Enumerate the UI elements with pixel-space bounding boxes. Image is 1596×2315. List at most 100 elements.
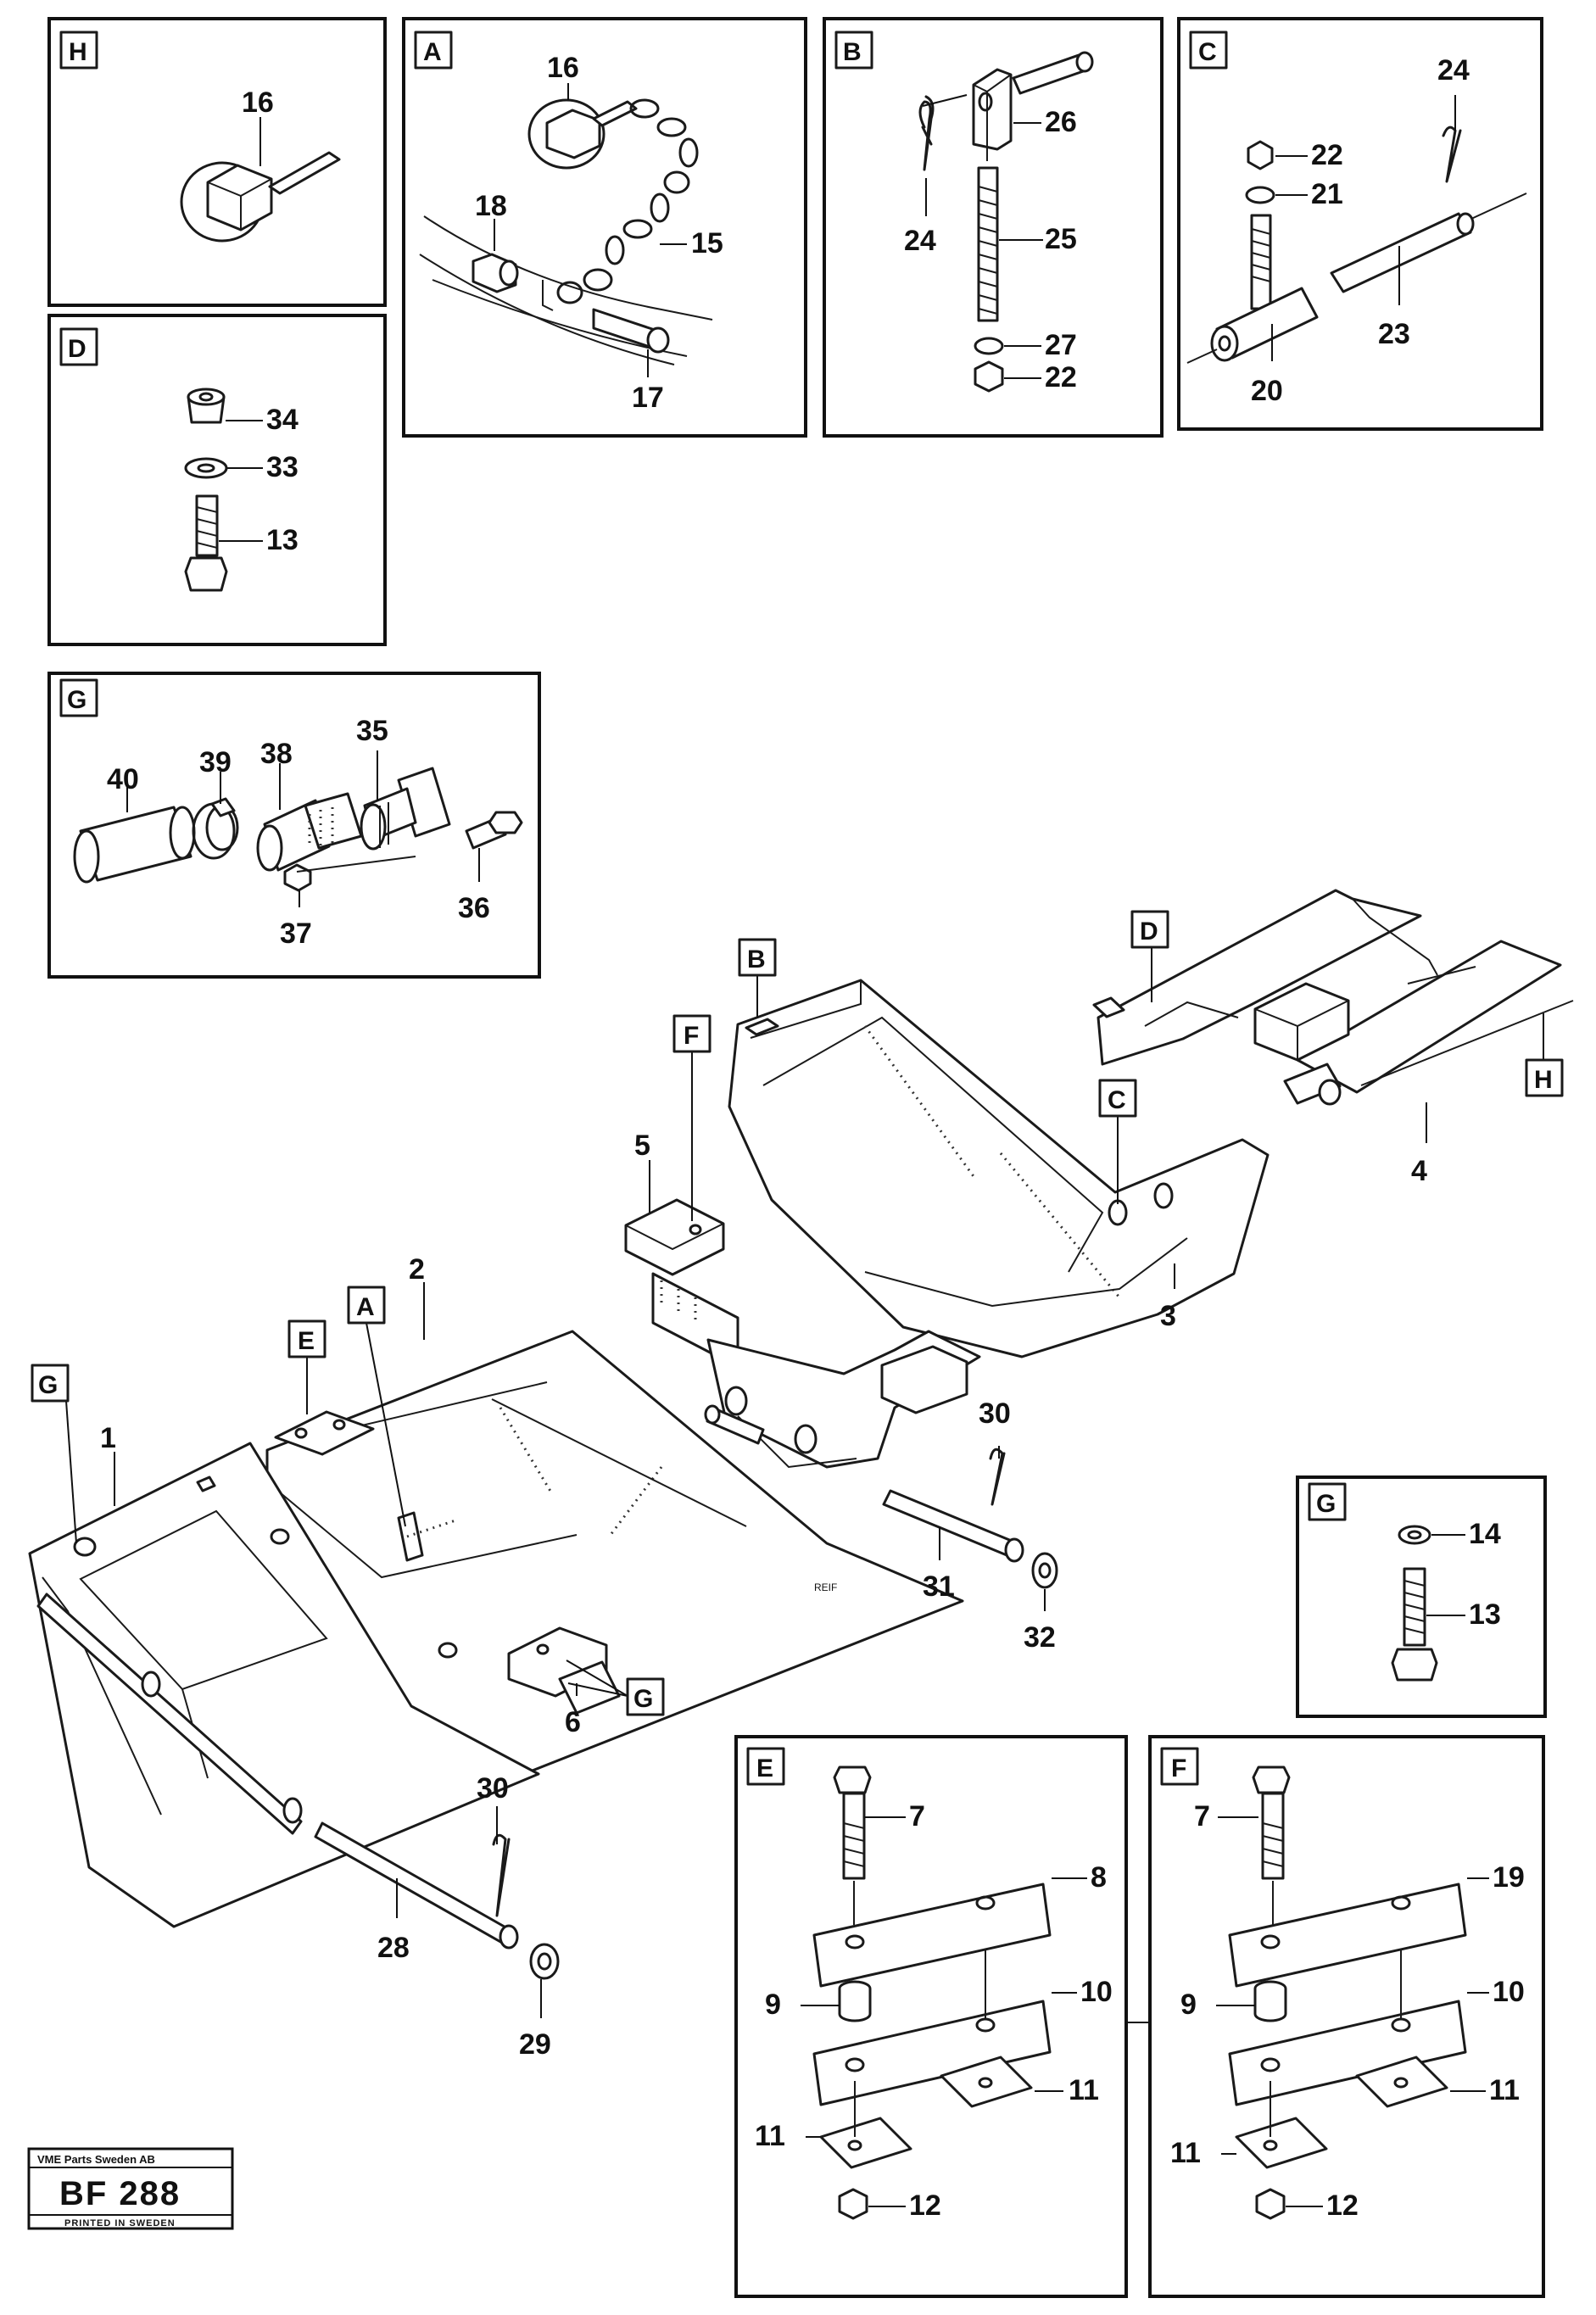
front-plate-part-1	[28, 1442, 540, 1928]
bolt-plate-stack-part	[812, 1766, 1052, 2220]
mount-bracket-part-5	[624, 1198, 981, 1469]
part-label: 1	[100, 1422, 116, 1454]
part-label: 37	[280, 918, 312, 950]
part-label: 30	[477, 1772, 509, 1805]
part-label: 9	[1180, 1989, 1197, 2021]
callout-letter: C	[1108, 1086, 1126, 1114]
part-label: 21	[1311, 178, 1343, 210]
detail-box-f: F 7 19 9 10	[1148, 1735, 1545, 2298]
part-label: 24	[904, 225, 936, 257]
main-assembly: REIF	[28, 889, 1574, 2061]
callout-letter: H	[1534, 1066, 1553, 1094]
shaft-parts-31-32	[704, 1404, 1058, 1589]
part-label: 24	[1437, 54, 1470, 86]
part-label: 34	[266, 404, 299, 436]
part-label: 40	[107, 763, 139, 795]
part-label: 22	[1045, 361, 1077, 393]
detail-box-d: D 34 33 13	[47, 314, 387, 646]
part-label: 11	[1069, 2074, 1099, 2106]
part-label: 18	[475, 190, 507, 222]
part-label: 22	[1311, 139, 1343, 171]
lock-pin-ring-part	[180, 151, 341, 243]
detail-box-c: C 24 22 21 23 20	[1177, 17, 1543, 431]
part-label: 16	[547, 52, 579, 84]
detail-box-h: H 16	[47, 17, 387, 307]
part-label: 20	[1251, 375, 1283, 407]
part-label: 26	[1045, 106, 1077, 138]
part-label: 8	[1091, 1861, 1107, 1894]
part-label: 14	[1469, 1518, 1501, 1550]
part-label: 10	[1080, 1976, 1113, 2008]
part-label: 29	[519, 2028, 551, 2061]
catalogue-stamp: VME Parts Sweden AB BF 288 PRINTED IN SW…	[27, 2147, 234, 2230]
part-label: 5	[634, 1130, 650, 1162]
part-label: 12	[909, 2189, 941, 2222]
detail-box-g-small: G 14 13	[1296, 1475, 1547, 1718]
callout-letter: G	[38, 1371, 58, 1399]
callout-letter: F	[684, 1022, 699, 1050]
part-label: 31	[923, 1570, 955, 1603]
part-label: 35	[356, 715, 388, 747]
detail-box-letter: E	[756, 1754, 773, 1782]
rear-frame-part-4	[1092, 889, 1574, 1106]
part-label: 32	[1024, 1621, 1056, 1654]
part-label: 7	[1194, 1800, 1210, 1832]
part-label: 25	[1045, 223, 1077, 255]
shaft-parts-28-29	[314, 1821, 560, 1980]
callout-letter: E	[298, 1327, 315, 1355]
detail-box-letter: G	[1316, 1490, 1336, 1518]
stamp-company: VME Parts Sweden AB	[37, 2153, 155, 2166]
pan-part-3	[728, 979, 1270, 1358]
part-label: 6	[565, 1706, 581, 1738]
part-label: 9	[765, 1989, 781, 2021]
bolt-plate-stack-part	[1228, 1766, 1467, 2220]
detail-box-letter: D	[68, 335, 86, 363]
rubber-bushing-set-part	[73, 767, 523, 892]
detail-box-letter: C	[1198, 38, 1217, 66]
tee-pin-part	[1186, 126, 1527, 364]
detail-box-letter: A	[423, 38, 442, 66]
part-label: 36	[458, 892, 490, 924]
part-label: 11	[1170, 2137, 1201, 2169]
bolt-bushing-part	[184, 388, 228, 592]
part-label: 23	[1378, 318, 1410, 350]
part-label: 3	[1160, 1300, 1176, 1332]
part-label: 2	[409, 1253, 425, 1286]
part-label: 13	[266, 524, 299, 556]
part-label: 10	[1493, 1976, 1525, 2008]
panel-marking: REIF	[814, 1581, 837, 1593]
part-label: 11	[1489, 2074, 1520, 2106]
part-label: 30	[979, 1397, 1011, 1430]
callout-letter: A	[356, 1293, 375, 1321]
part-label: 19	[1493, 1861, 1525, 1894]
part-label: 15	[691, 227, 723, 259]
part-label: 11	[755, 2120, 785, 2152]
detail-box-b: B 26 24 25 27 22	[823, 17, 1164, 438]
callout-letter: B	[747, 946, 766, 973]
clevis-rod-part	[918, 51, 1094, 393]
part-label: 17	[632, 382, 664, 414]
part-label: 38	[260, 738, 293, 770]
callout-letter: D	[1140, 918, 1158, 946]
part-label: 39	[199, 746, 232, 778]
detail-box-letter: B	[843, 38, 862, 66]
stamp-code: BF 288	[59, 2175, 181, 2212]
part-label: 4	[1411, 1155, 1427, 1187]
part-label: 28	[377, 1932, 410, 1964]
part-label: 13	[1469, 1598, 1501, 1631]
detail-box-a: A 16 18 15 17	[402, 17, 807, 438]
part-label: 12	[1326, 2189, 1359, 2222]
part-label: 7	[909, 1800, 925, 1832]
detail-box-e: E 7 8 9 10 1	[734, 1735, 1128, 2298]
part-label: 16	[242, 86, 274, 119]
callout-letter: G	[633, 1685, 653, 1713]
detail-box-letter: G	[67, 686, 86, 714]
part-label: 33	[266, 451, 299, 483]
detail-box-letter: H	[69, 38, 87, 66]
detail-box-letter: F	[1171, 1754, 1186, 1782]
pin-chain-assembly-part	[419, 98, 713, 365]
part-label: 27	[1045, 329, 1077, 361]
detail-box-g-large: G 40 39 38 35 37	[47, 672, 541, 979]
bolt-washer-part	[1391, 1525, 1438, 1682]
